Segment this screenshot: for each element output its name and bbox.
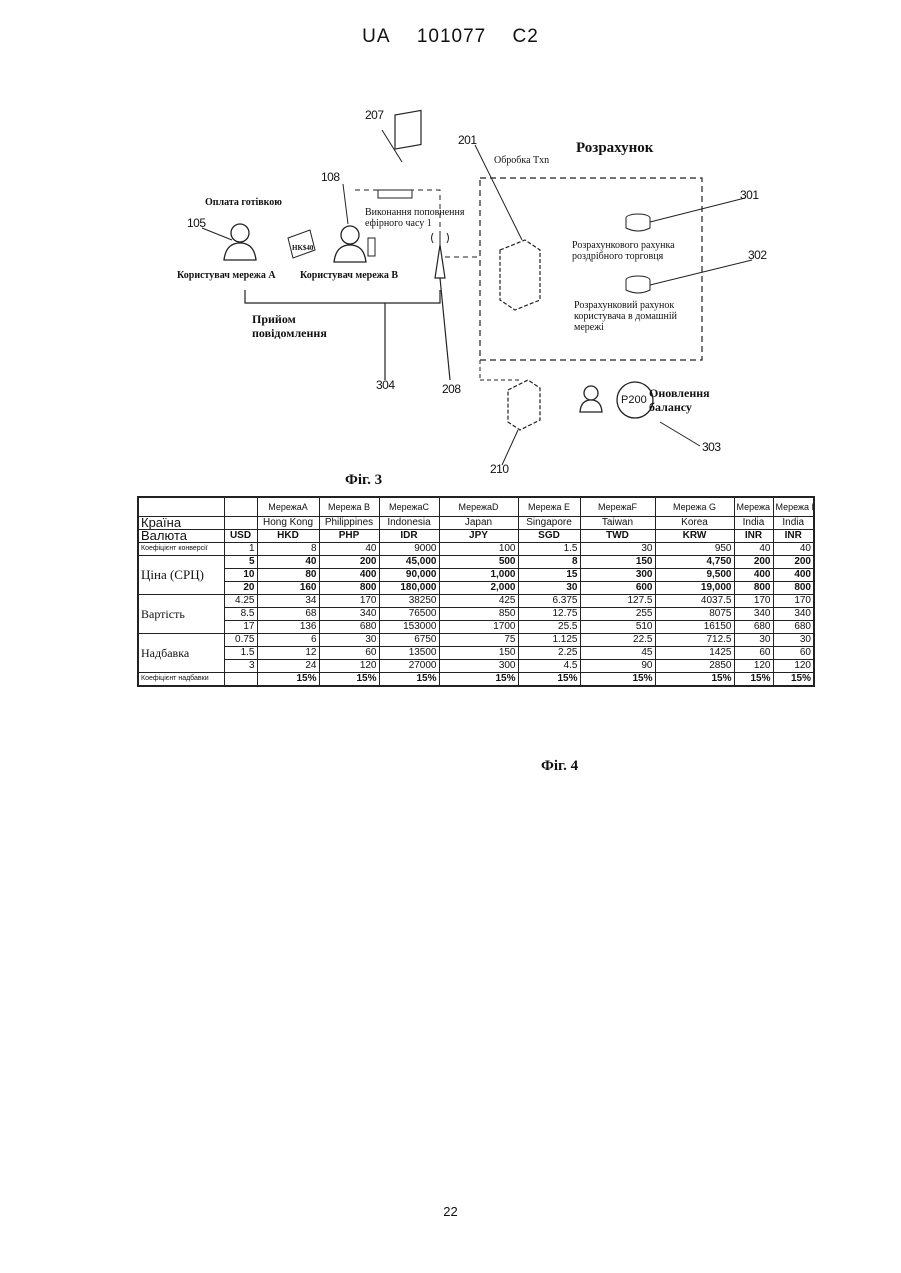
patent-kind: C2 xyxy=(513,26,539,47)
currency-label: Валюта xyxy=(138,530,224,543)
label-txn-processing: Обробка Txn xyxy=(494,155,549,166)
figure-3-caption: Фіг. 3 xyxy=(345,472,382,489)
figure-3-lines xyxy=(140,100,780,480)
markup-coef-label: Коефіцієнт надбавки xyxy=(138,673,224,687)
markup-coef-row: Коефіцієнт надбавки 15% 15% 15% 15% 15% … xyxy=(138,673,814,687)
figure-4-table: МережаA Мережа B МережаC МережаD Мережа … xyxy=(137,496,813,687)
ref-201: 201 xyxy=(458,133,477,147)
figure-3-diagram: 207 201 108 105 301 302 304 208 210 303 … xyxy=(140,100,780,480)
label-settlement: Розрахунок xyxy=(576,140,653,157)
markup-label: Надбавка xyxy=(138,634,224,673)
network-f: МережаF xyxy=(580,497,655,517)
patent-header: UA 101077 C2 xyxy=(0,26,901,48)
cost-label: Вартість xyxy=(138,595,224,634)
network-row: МережаA Мережа B МережаC МережаD Мережа … xyxy=(138,497,814,517)
ref-303: 303 xyxy=(702,440,721,454)
label-message-receive: Прийом повідомлення xyxy=(252,312,352,340)
country-row: Країна Hong Kong Philippines Indonesia J… xyxy=(138,517,814,530)
ref-105: 105 xyxy=(187,216,206,230)
network-g: Мережа G xyxy=(655,497,734,517)
ref-304: 304 xyxy=(376,378,395,392)
network-b: Мережа B xyxy=(319,497,379,517)
ref-301: 301 xyxy=(740,188,759,202)
ref-108: 108 xyxy=(321,170,340,184)
label-airtime-topup: Виконання поповнення ефірного часу 1 xyxy=(365,207,475,229)
pricing-table: МережаA Мережа B МережаC МережаD Мережа … xyxy=(137,496,815,687)
markup-row: 1.5 12 60 13500 150 2.25 45 1425 60 60 xyxy=(138,647,814,660)
network-c: МережаC xyxy=(379,497,439,517)
cost-row: 17 136 680 153000 1700 25.5 510 16150 68… xyxy=(138,621,814,634)
ref-208: 208 xyxy=(442,382,461,396)
label-cash-payment: Оплата готівкою xyxy=(205,197,282,208)
price-label: Ціна (СРЦ) xyxy=(138,556,224,595)
conversion-label: Коефіцієнт конверсії xyxy=(138,543,224,556)
label-user-account: Розрахунковий рахунок користувача в дома… xyxy=(574,300,704,333)
label-retail-account: Розрахункового рахунка роздрібного торго… xyxy=(572,240,712,262)
country-label: Країна xyxy=(138,517,224,530)
cost-row: 8.5 68 340 76500 850 12.75 255 8075 340 … xyxy=(138,608,814,621)
cost-row: Вартість 4.25 34 170 38250 425 6.375 127… xyxy=(138,595,814,608)
price-row: Ціна (СРЦ) 5 40 200 45,000 500 8 150 4,7… xyxy=(138,556,814,569)
ref-210: 210 xyxy=(490,462,509,476)
price-row: 10 80 400 90,000 1,000 15 300 9,500 400 … xyxy=(138,569,814,582)
label-p200: P200 xyxy=(621,395,647,406)
network-h: Мережа H xyxy=(734,497,773,517)
label-balance-update: Оновлення балансу xyxy=(649,386,739,414)
network-d: МережаD xyxy=(439,497,518,517)
currency-row: Валюта USD HKD PHP IDR JPY SGD TWD KRW I… xyxy=(138,530,814,543)
label-user-network-b: Користувач мережа В xyxy=(300,270,398,281)
markup-row: 3 24 120 27000 300 4.5 90 2850 120 120 xyxy=(138,660,814,673)
ref-207: 207 xyxy=(365,108,384,122)
patent-number: 101077 xyxy=(417,26,486,47)
conversion-row: Коефіцієнт конверсії 1 8 40 9000 100 1.5… xyxy=(138,543,814,556)
network-e: Мережа E xyxy=(518,497,580,517)
label-hk-note: HK$40 xyxy=(292,243,313,254)
price-row: 20 160 800 180,000 2,000 30 600 19,000 8… xyxy=(138,582,814,595)
patent-office: UA xyxy=(362,26,390,47)
ref-302: 302 xyxy=(748,248,767,262)
label-user-network-a: Користувач мережа А xyxy=(177,270,276,281)
network-i: Мережа I xyxy=(773,497,814,517)
figure-4-caption: Фіг. 4 xyxy=(541,758,578,775)
network-a: МережаA xyxy=(257,497,319,517)
markup-row: Надбавка 0.75 6 30 6750 75 1.125 22.5 71… xyxy=(138,634,814,647)
page-number: 22 xyxy=(0,1204,901,1219)
